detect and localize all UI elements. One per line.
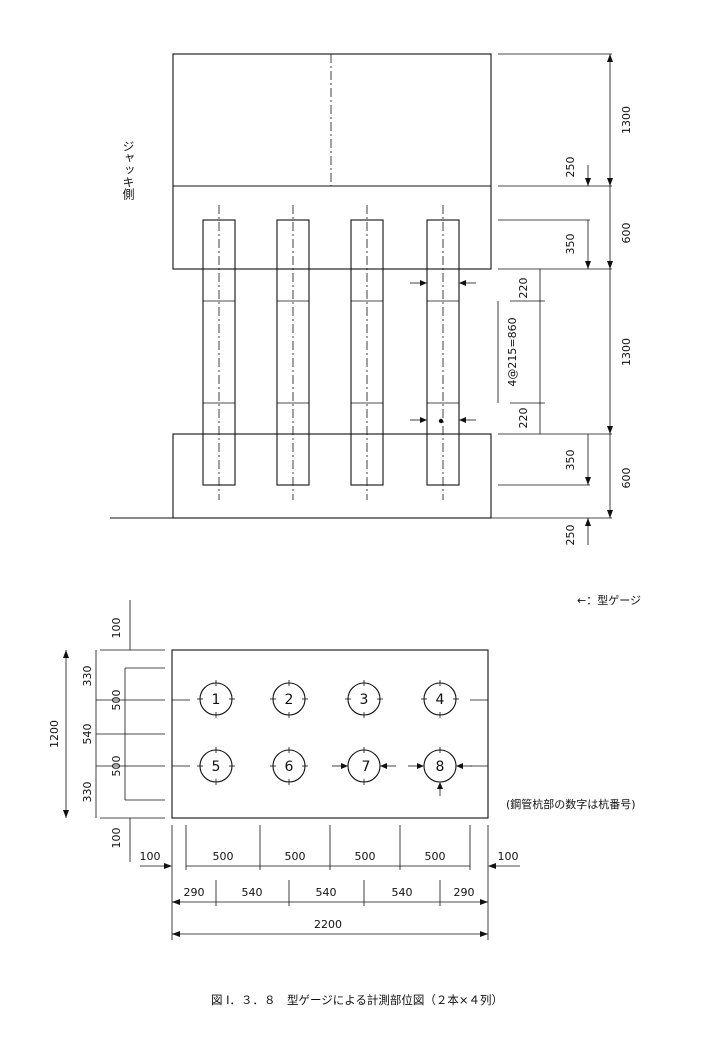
dim-1300-mid: 1300 xyxy=(620,338,633,366)
dim-bottom-290-left: 290 xyxy=(184,886,205,899)
dim-540: 540 xyxy=(81,724,94,745)
elevation-view: 1300 250 600 350 220 4@215=860 1300 220 … xyxy=(110,53,633,546)
pile-number: 1 xyxy=(212,692,221,708)
plan-piles xyxy=(197,680,459,785)
plan-left-dims xyxy=(63,600,165,862)
dim-bottom-540: 540 xyxy=(316,886,337,899)
gauge-arrows-elevation xyxy=(410,280,476,423)
dim-250-top: 250 xyxy=(564,157,577,178)
dim-500-a: 500 xyxy=(110,690,123,711)
pile-number: 7 xyxy=(362,759,371,775)
dim-330-bot: 330 xyxy=(81,782,94,803)
dim-350-bot: 350 xyxy=(564,450,577,471)
pile-number: 6 xyxy=(285,759,294,775)
dim-bottom-500: 500 xyxy=(213,850,234,863)
dim-bottom-500: 500 xyxy=(355,850,376,863)
dim-bottom-500: 500 xyxy=(425,850,446,863)
pile-number: 8 xyxy=(436,759,445,775)
pile-number-note: (鋼管杭部の数字は杭番号) xyxy=(506,797,636,811)
figure-caption: 図 I．３．８ 型ゲージによる計測部位図（２本×４列） xyxy=(211,993,503,1007)
dimension-lines-right xyxy=(491,53,613,545)
plan-view: 1 2 3 4 5 6 7 8 xyxy=(48,600,520,940)
dim-bottom-540: 540 xyxy=(392,886,413,899)
dim-100-top: 100 xyxy=(110,618,123,639)
plan-outline xyxy=(171,649,489,819)
dim-220-a: 220 xyxy=(517,278,530,299)
dim-350-top: 350 xyxy=(564,234,577,255)
dim-bottom-100-right: 100 xyxy=(498,850,519,863)
upper-block xyxy=(172,53,492,270)
plan-bottom-dims xyxy=(140,825,520,940)
gauge-arrows-plan xyxy=(332,763,472,796)
dim-1300-top: 1300 xyxy=(620,106,633,134)
gauge-point xyxy=(438,418,444,424)
dim-1200: 1200 xyxy=(48,720,61,748)
dim-600-bot: 600 xyxy=(620,468,633,489)
jack-side-label: ジャッキ側 xyxy=(121,140,135,200)
dim-330-top: 330 xyxy=(81,666,94,687)
pile-number: 3 xyxy=(360,692,369,708)
pile-number: 4 xyxy=(436,692,445,708)
pile-number: 5 xyxy=(212,759,221,775)
dim-bottom-290-right: 290 xyxy=(454,886,475,899)
dim-total-2200: 2200 xyxy=(314,918,342,931)
dim-bottom-500: 500 xyxy=(285,850,306,863)
gauge-legend: ←：型ゲージ xyxy=(577,593,641,607)
dim-100-bot: 100 xyxy=(110,828,123,849)
dim-bottom-540: 540 xyxy=(242,886,263,899)
pile-number: 2 xyxy=(285,692,294,708)
dim-600-top: 600 xyxy=(620,223,633,244)
dim-250-bot: 250 xyxy=(564,525,577,546)
dim-bottom-100-left: 100 xyxy=(140,850,161,863)
dim-4at215: 4@215=860 xyxy=(506,317,519,386)
dim-220-b: 220 xyxy=(517,408,530,429)
pile-columns xyxy=(202,205,460,500)
dim-500-b: 500 xyxy=(110,756,123,777)
